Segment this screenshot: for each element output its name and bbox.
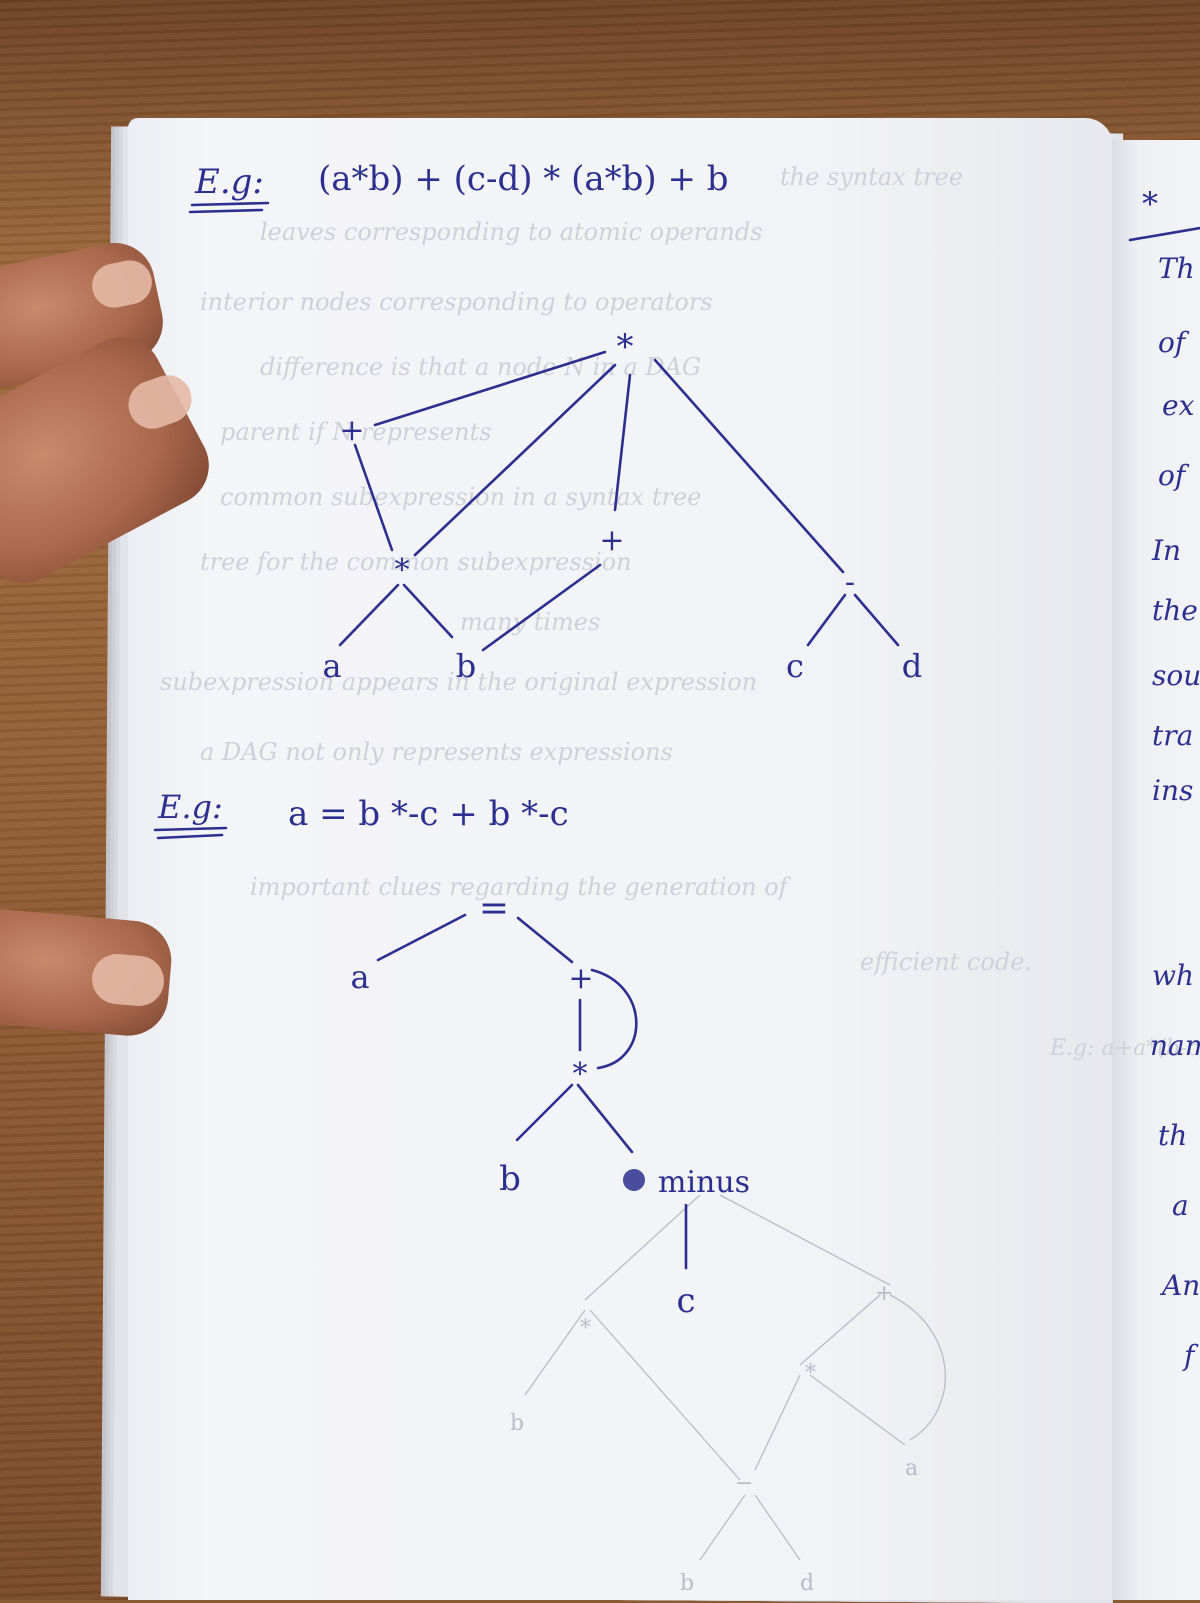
edge-plus-star-second — [590, 968, 638, 1070]
edge-star-a — [338, 583, 400, 647]
example-1-dag: * + * + - a b c d — [322, 327, 922, 685]
leaf-c-2: c — [676, 1281, 695, 1321]
svg-text:efficient code.: efficient code. — [860, 948, 1032, 976]
margin-note-12: th — [1158, 1119, 1187, 1152]
margin-note-2: of — [1158, 326, 1190, 359]
margin-note-3: ex — [1162, 389, 1195, 422]
edge-root-plus-mid — [613, 373, 632, 512]
margin-note-8: tra — [1152, 719, 1193, 752]
bleed-through-tree: * * + − b a b d — [510, 1194, 946, 1596]
example-1-expression: (a*b) + (c-d) * (a*b) + b — [318, 159, 729, 199]
svg-text:d: d — [800, 1571, 814, 1596]
margin-note-4: of — [1158, 459, 1190, 492]
edge-plus-left-star — [353, 443, 394, 552]
margin-note-15: f — [1182, 1339, 1199, 1372]
svg-text:a: a — [905, 1456, 918, 1481]
edge-assign-a — [376, 913, 467, 962]
edge-root-star — [413, 363, 617, 557]
svg-text:difference is that a node N in: difference is that a node N in a DAG — [260, 353, 701, 381]
margin-note-5: In — [1151, 534, 1181, 567]
node-minus: - — [845, 565, 855, 600]
leaf-c: c — [786, 647, 804, 685]
node-assign: = — [479, 888, 509, 929]
edge-root-minus — [653, 358, 845, 574]
margin-note-1: Th — [1158, 252, 1195, 285]
svg-text:*: * — [580, 1316, 591, 1341]
margin-note-11: nam — [1150, 1029, 1200, 1062]
svg-text:important clues regarding the: important clues regarding the generation… — [250, 873, 792, 901]
svg-text:+: + — [875, 1281, 893, 1306]
edge-plus-mid-b — [481, 563, 602, 652]
example-2-dag: = a + * b minus c — [350, 888, 750, 1321]
svg-text:parent if N represents: parent if N represents — [220, 418, 492, 446]
margin-note-7: sou — [1152, 659, 1200, 692]
node-plus-left: + — [339, 413, 364, 448]
edge-star-b — [515, 1083, 574, 1142]
node-plus-mid: + — [599, 523, 624, 558]
margin-note-10: wh — [1152, 959, 1194, 992]
example-2-expression: a = b *-c + b *-c — [288, 794, 569, 834]
node-star-mid: * — [395, 553, 410, 588]
example-1-label: E.g: — [194, 162, 264, 202]
svg-text:a DAG not only represents expr: a DAG not only represents expressions — [200, 738, 673, 766]
notebook-page — [128, 118, 1113, 1600]
svg-text:the syntax tree: the syntax tree — [780, 163, 963, 191]
bleed-through-text: the syntax tree leaves corresponding to … — [160, 163, 1200, 1061]
example-2-header: E.g: a = b *-c + b *-c — [153, 788, 569, 840]
leaf-a-2: a — [350, 958, 369, 996]
margin-note-13: a — [1172, 1189, 1189, 1222]
svg-text:b: b — [510, 1411, 524, 1436]
margin-note-14: An — [1159, 1269, 1200, 1302]
svg-text:b: b — [680, 1571, 694, 1596]
svg-text:*: * — [805, 1361, 816, 1386]
svg-text:tree for the common subexpress: tree for the common subexpression — [200, 548, 632, 576]
svg-text:interior nodes corresponding t: interior nodes corresponding to operator… — [200, 288, 713, 316]
edge-star-b — [402, 583, 454, 639]
svg-text:subexpression appears in the o: subexpression appears in the original ex… — [160, 668, 757, 696]
margin-note-6: the — [1152, 594, 1198, 627]
leaf-b: b — [456, 647, 476, 685]
margin-note-0: * — [1142, 185, 1158, 223]
leaf-b-2: b — [499, 1159, 521, 1199]
edge-assign-plus — [516, 916, 574, 964]
edge-minus-c — [806, 593, 847, 647]
leaf-a: a — [322, 647, 341, 685]
svg-text:−: − — [735, 1471, 753, 1496]
svg-text:E.g: a+a*(b-c)+(b-c)*d: E.g: a+a*(b-c)+(b-c)*d — [1049, 1036, 1200, 1061]
svg-text:leaves corresponding to atomic: leaves corresponding to atomic operands — [260, 218, 763, 246]
example-2-label: E.g: — [157, 788, 223, 826]
edge-minus-d — [853, 593, 900, 647]
node-star: * — [573, 1057, 588, 1092]
node-root-star: * — [617, 327, 634, 367]
svg-text:many times: many times — [460, 608, 600, 636]
facing-page-notes: * Th of ex of In the sou tra ins wh nam … — [1128, 185, 1200, 1372]
edge-root-plus-left — [373, 350, 607, 427]
node-plus: + — [568, 961, 593, 996]
node-minus-2: minus — [658, 1165, 750, 1200]
example-1-header: E.g: (a*b) + (c-d) * (a*b) + b — [188, 159, 729, 214]
margin-note-9: ins — [1152, 774, 1193, 807]
svg-text:common subexpression in a synt: common subexpression in a syntax tree — [220, 483, 701, 511]
scribble-mark — [623, 1169, 645, 1191]
edge-star-minus — [576, 1083, 634, 1154]
leaf-d: d — [902, 647, 922, 685]
facing-page-edge — [1112, 140, 1200, 1600]
